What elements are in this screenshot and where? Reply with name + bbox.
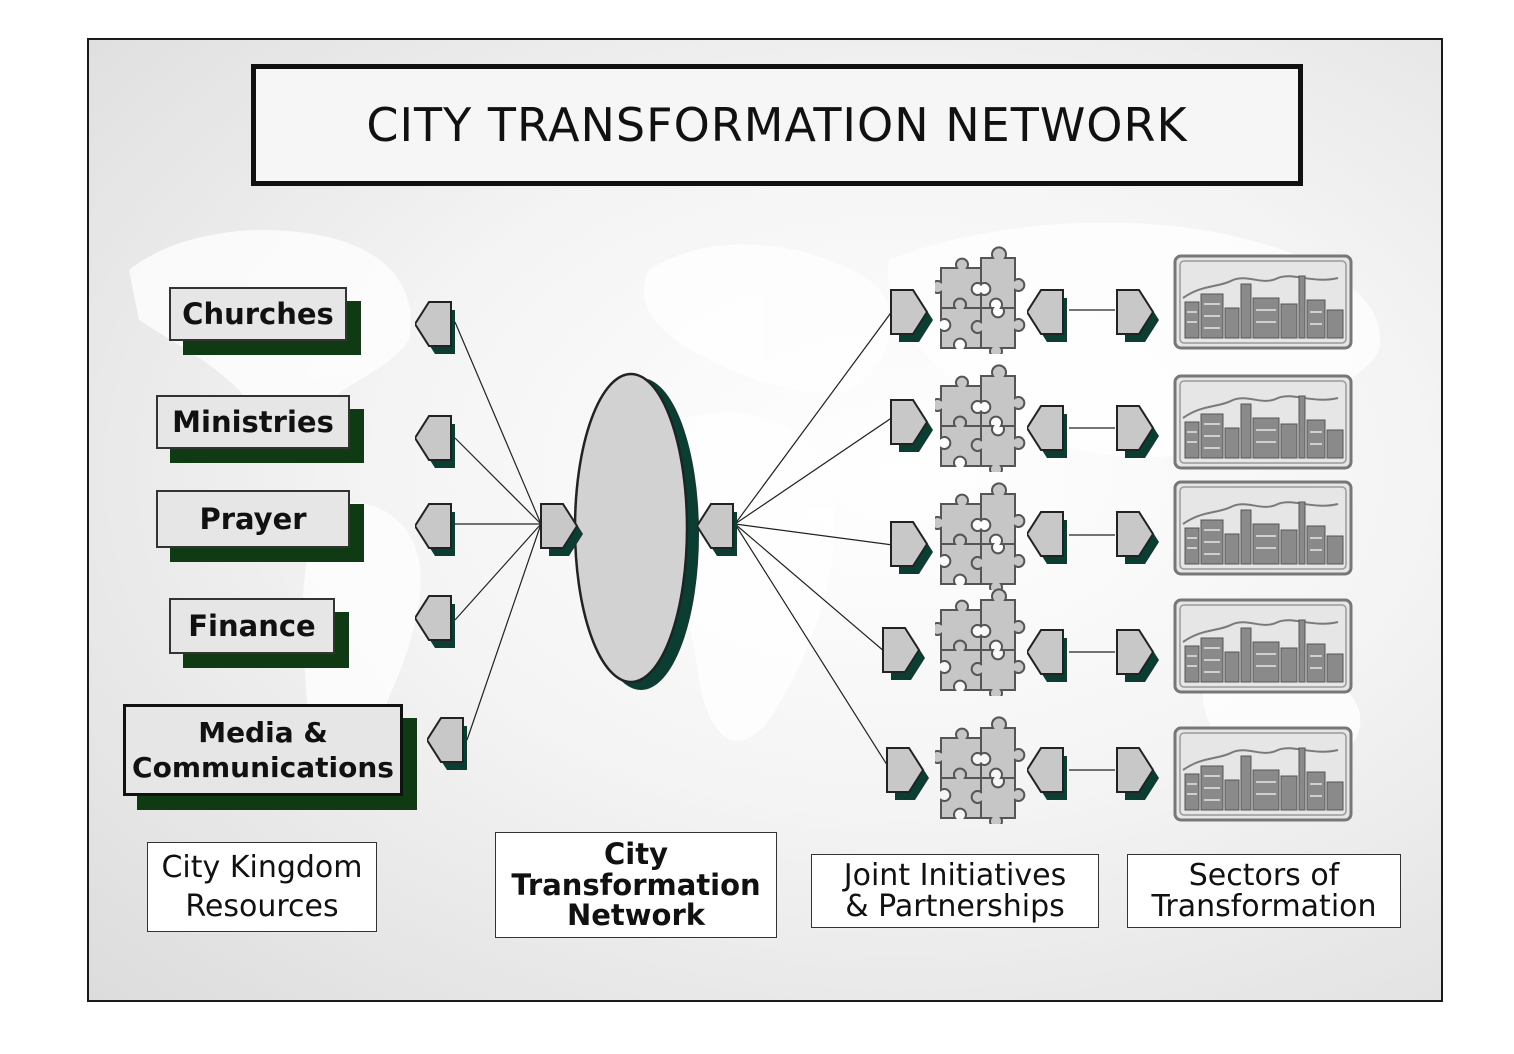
caption-joint-initiatives: Joint Initiatives & Partnerships xyxy=(811,854,1099,928)
initiative-arrow-icon xyxy=(882,627,925,680)
resource-arrow-icon xyxy=(415,301,456,354)
return-arrow-icon xyxy=(1027,629,1068,682)
resource-arrow-icon xyxy=(427,717,468,770)
city-skyline-icon xyxy=(1173,598,1353,694)
puzzle-pieces-icon xyxy=(935,716,1026,824)
sector-arrow-icon xyxy=(1116,747,1159,800)
network-hub xyxy=(573,372,699,690)
page-title: CITY TRANSFORMATION NETWORK xyxy=(251,64,1303,186)
connector-lines xyxy=(454,309,1115,771)
initiative-arrow-icon xyxy=(890,521,933,574)
initiative-row xyxy=(890,480,1353,590)
caption-sectors-of-transformation: Sectors of Transformation xyxy=(1127,854,1401,928)
resource-arrow-icon xyxy=(415,503,456,556)
puzzle-pieces-icon xyxy=(935,482,1026,590)
puzzle-pieces-icon xyxy=(935,588,1026,696)
sector-arrow-icon xyxy=(1116,629,1159,682)
city-skyline-icon xyxy=(1173,480,1353,576)
resource-media-communications: Media & Communications xyxy=(123,704,403,796)
city-skyline-icon xyxy=(1173,374,1353,470)
resource-arrow-icon xyxy=(415,595,456,648)
return-arrow-icon xyxy=(1027,747,1068,800)
initiative-arrow-icon xyxy=(890,399,933,452)
initiative-arrow-icon xyxy=(886,747,929,800)
sector-arrow-icon xyxy=(1116,511,1159,564)
caption-city-kingdom-resources: City Kingdom Resources xyxy=(147,842,377,932)
initiative-row xyxy=(882,588,1353,696)
resource-prayer: Prayer xyxy=(156,490,350,548)
diagram-canvas xyxy=(129,222,1381,824)
return-arrow-icon xyxy=(1027,511,1068,564)
resource-arrow-icon xyxy=(415,415,456,468)
initiative-row xyxy=(886,716,1353,824)
city-skyline-icon xyxy=(1173,726,1353,822)
resource-ministries: Ministries xyxy=(156,395,350,449)
resource-finance: Finance xyxy=(169,598,335,654)
city-skyline-icon xyxy=(1173,254,1353,350)
caption-city-transformation-network: City Transformation Network xyxy=(495,832,777,938)
slide-frame: CITY TRANSFORMATION NETWORK Churches Min… xyxy=(87,38,1443,1002)
resource-churches: Churches xyxy=(169,287,347,341)
